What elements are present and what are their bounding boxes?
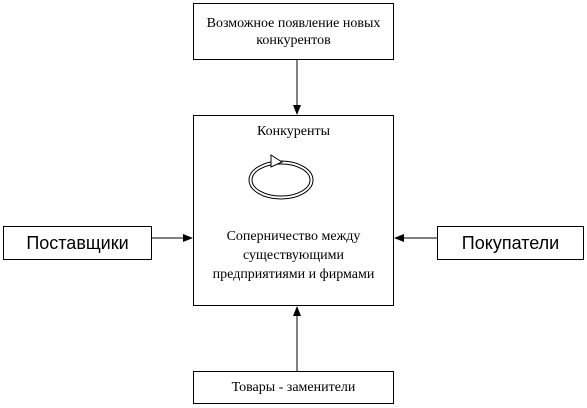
substitutes-box: Товары - заменители: [193, 371, 394, 404]
suppliers-label: Поставщики: [26, 232, 129, 253]
competitors-title: Конкуренты: [257, 124, 330, 139]
cycle-arrow-icon: [248, 154, 314, 200]
rivalry-description: Соперничество между существующими предпр…: [212, 229, 375, 282]
substitutes-label: Товары - заменители: [231, 380, 356, 395]
buyers-box: Покупатели: [437, 226, 584, 260]
new-competitors-label: Возможное появление новых конкурентов: [206, 15, 381, 48]
buyers-label: Покупатели: [461, 232, 560, 253]
new-competitors-box: Возможное появление новых конкурентов: [193, 3, 394, 60]
competitors-box: Конкуренты Соперничество между существую…: [193, 115, 394, 306]
suppliers-box: Поставщики: [3, 226, 152, 260]
